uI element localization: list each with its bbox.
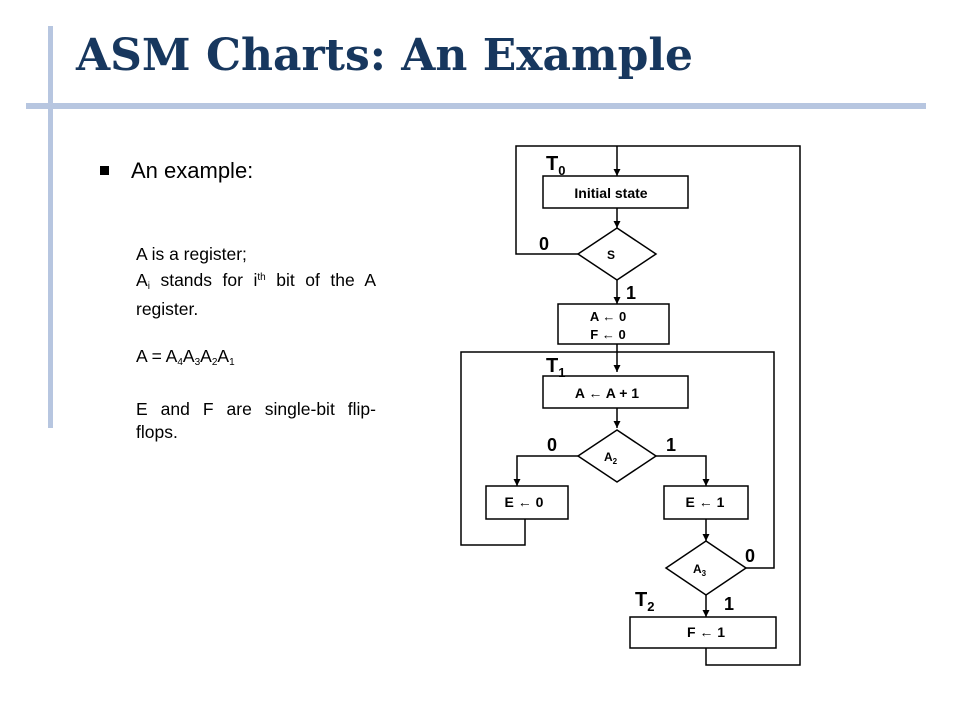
description-text: A is a register; Ai stands for ith bit o… [136,243,376,444]
t2-label: T2 [635,589,654,614]
loop-e-clear [460,351,617,546]
increment-box [542,375,689,409]
accent-bar-horizontal [26,103,926,109]
a3-decision-label: A3 [693,562,707,578]
loop-a3-zero [617,351,775,569]
arrow-a2-zero [513,455,578,486]
clear-a-label: A ← 0 [590,309,626,324]
description-line-equation: A = A4A3A2A1 [136,346,235,368]
loop-s-zero [515,145,617,255]
a3-zero-label: 0 [745,546,755,566]
e-set-box [663,485,749,520]
s-decision-diamond [576,227,658,281]
accent-bar-vertical [48,26,53,428]
f-set-box [629,616,777,649]
loop-f-set [617,145,801,666]
description-line-bit: Ai stands for ith bit of the A register. [136,270,376,319]
e-clear-label: E ← 0 [505,494,544,510]
e-clear-box [485,485,569,520]
increment-label: A ← A + 1 [575,385,639,401]
a2-decision-label: A2 [604,450,618,466]
a3-decision-diamond [664,540,748,596]
t0-label: T0 [546,153,565,178]
a2-one-label: 1 [666,435,676,455]
a2-decision-diamond [576,429,658,483]
clear-f-label: F ← 0 [590,327,625,342]
slide-title: ASM Charts: An Example [76,30,694,81]
a3-one-label: 1 [724,594,734,614]
description-line-register: A is a register; [136,244,247,264]
e-set-label: E ← 1 [686,494,725,510]
a2-zero-label: 0 [547,435,557,455]
f-set-label: F ← 1 [687,624,725,640]
s-decision-label: S [607,248,615,262]
clear-registers-box [557,303,670,345]
description-line-flipflops: E and F are single-bit flip-flops. [136,399,376,442]
arrow-a2-one [656,455,710,486]
t1-label: T1 [546,355,565,380]
bullet-text: An example: [131,158,254,183]
s-one-label: 1 [626,283,636,303]
bullet-item: An example: [100,158,253,184]
initial-state-box [542,175,689,209]
square-bullet-icon [100,165,109,175]
s-zero-label: 0 [539,234,549,254]
initial-state-label: Initial state [574,185,647,201]
